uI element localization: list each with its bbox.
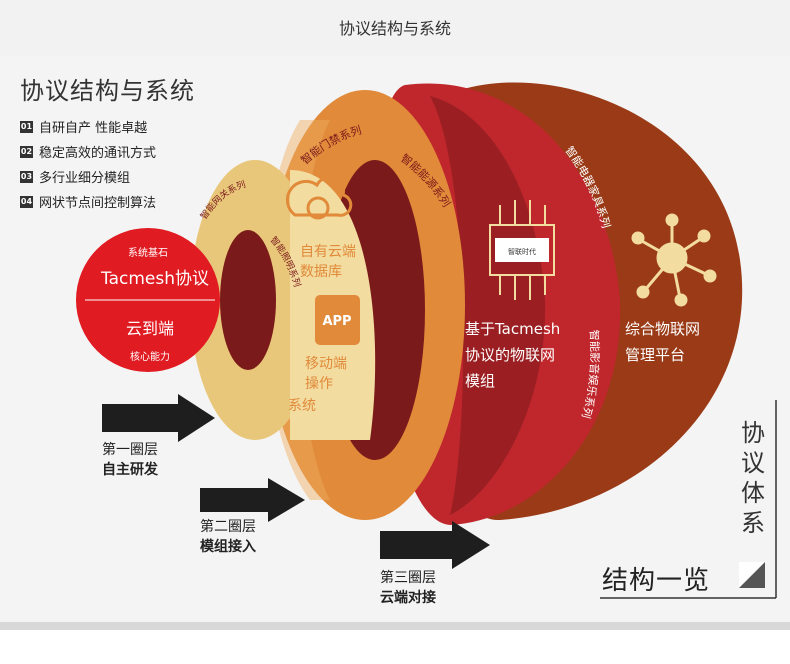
number-badge: 02 [20,145,33,158]
ring4-text-2: 管理平台 [625,346,685,364]
layer-desc: 自主研发 [102,462,158,478]
chip-brand: 智联时代 [508,247,536,256]
layer-name: 第二圈层 [200,519,256,535]
feature-text: 网状节点间控制算法 [39,196,157,211]
feature-text: 稳定高效的通讯方式 [39,146,157,161]
feature-item: 01 自研自产 性能卓越 [20,114,156,139]
app-icon: APP [322,314,351,329]
layer-desc: 云端对接 [380,590,436,606]
core-bottom-label: 核心能力 [130,350,170,363]
side-title-char: 议 [741,449,765,477]
ring4-text-1: 综合物联网 [625,320,700,338]
side-title-char: 体 [741,479,765,507]
feature-list: 01 自研自产 性能卓越 02 稳定高效的通讯方式 03 多行业细分模组 04 网状节点… [20,114,156,214]
layer-label-1: 第一圈层 自主研发 [102,440,158,480]
arrow-icon-layer1 [102,394,215,442]
feature-item: 03 多行业细分模组 [20,164,156,189]
layer-name: 第一圈层 [102,442,158,458]
layer-label-2: 第二圈层 模组接入 [200,517,256,557]
chip-face [495,238,549,262]
side-title-char: 协 [741,419,765,447]
phone-icon [315,295,360,345]
layer-desc: 模组接入 [200,539,256,555]
corner-triangle-icon [739,562,765,588]
core-protocol: Tacmesh协议 [100,269,209,289]
number-badge: 03 [20,170,33,183]
app-label-1: 移动端 [305,356,347,372]
cloud-upload-icon [285,175,353,220]
ring1-hole [220,230,276,370]
side-title-vertical: 协 议 体 系 [738,418,768,538]
chip-icon [489,200,555,300]
ring3-shadow [430,96,546,515]
feature-text: 多行业细分模组 [39,171,131,186]
cloud-db-label-1: 自有云端 [300,244,356,260]
arrow-icon-layer3 [380,521,490,569]
network-node-icon [631,213,717,307]
number-badge: 04 [20,195,33,208]
number-badge: 01 [20,120,33,133]
arrow-icon-layer2 [200,478,305,522]
feature-text: 自研自产 性能卓越 [39,121,148,136]
layer-name: 第三圈层 [380,570,436,586]
feature-item: 02 稳定高效的通讯方式 [20,139,156,164]
ring3-text-1: 基于Tacmesh [465,320,560,338]
app-label-3: 系统 [288,398,316,414]
layer-label-3: 第三圈层 云端对接 [380,568,436,608]
footer-bar [0,622,790,664]
ring3-text-2: 协议的物联网 [465,346,555,364]
side-title-char: 系 [741,509,765,537]
ring3-text-3: 模组 [465,372,495,390]
core-top-label: 系统基石 [128,246,168,259]
core-cloud: 云到端 [126,319,174,338]
feature-item: 04 网状节点间控制算法 [20,189,156,214]
header-title: 协议结构与系统 [338,19,451,38]
cloud-db-label-2: 数据库 [300,264,342,280]
side-title-horizontal: 结构一览 [602,566,711,596]
app-label-2: 操作 [305,376,333,392]
section-title: 协议结构与系统 [20,77,195,105]
